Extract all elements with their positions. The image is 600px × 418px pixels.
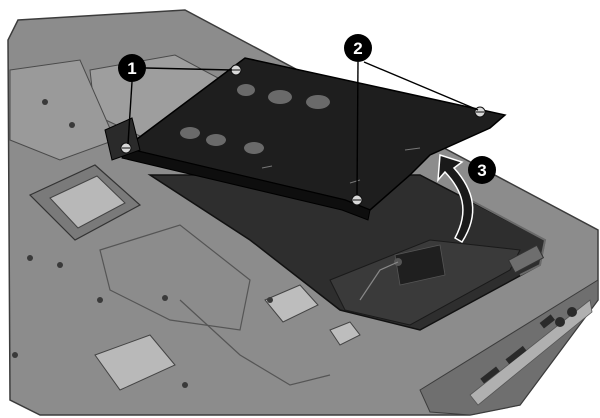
bay-latch xyxy=(507,244,545,274)
callout-1: 1 xyxy=(118,54,146,82)
vent-opening-2 xyxy=(264,284,319,323)
screw-icon xyxy=(351,194,363,206)
chassis-front-edge xyxy=(419,279,599,416)
side-ports xyxy=(480,307,577,384)
callout-leaders xyxy=(127,61,479,196)
chassis-channel-2 xyxy=(179,299,331,386)
drive-edge xyxy=(121,147,371,221)
callout-3: 3 xyxy=(468,156,496,184)
bay-connector xyxy=(394,244,446,286)
drive-markings xyxy=(261,147,421,184)
bay-floor xyxy=(329,239,521,326)
wireless-card xyxy=(28,164,142,241)
callout-1-label: 1 xyxy=(127,59,136,78)
callout-3-label: 3 xyxy=(477,161,486,180)
vent-opening-1 xyxy=(94,334,176,391)
curved-arrow-up-icon xyxy=(437,153,474,244)
screw-icon xyxy=(474,106,486,118)
hard-drive xyxy=(104,57,507,221)
bay-rim xyxy=(469,199,547,276)
screw-icon xyxy=(120,142,132,154)
hard-drive-bay xyxy=(147,174,547,331)
screw-icon xyxy=(230,64,242,76)
chassis-left-panel xyxy=(9,59,116,161)
vent-opening-3 xyxy=(329,321,361,346)
callout-2: 2 xyxy=(344,34,372,62)
bay-cable xyxy=(359,261,399,301)
drive-cutouts xyxy=(180,84,330,154)
callout-2-label: 2 xyxy=(353,39,362,58)
chassis-channel xyxy=(99,224,251,331)
